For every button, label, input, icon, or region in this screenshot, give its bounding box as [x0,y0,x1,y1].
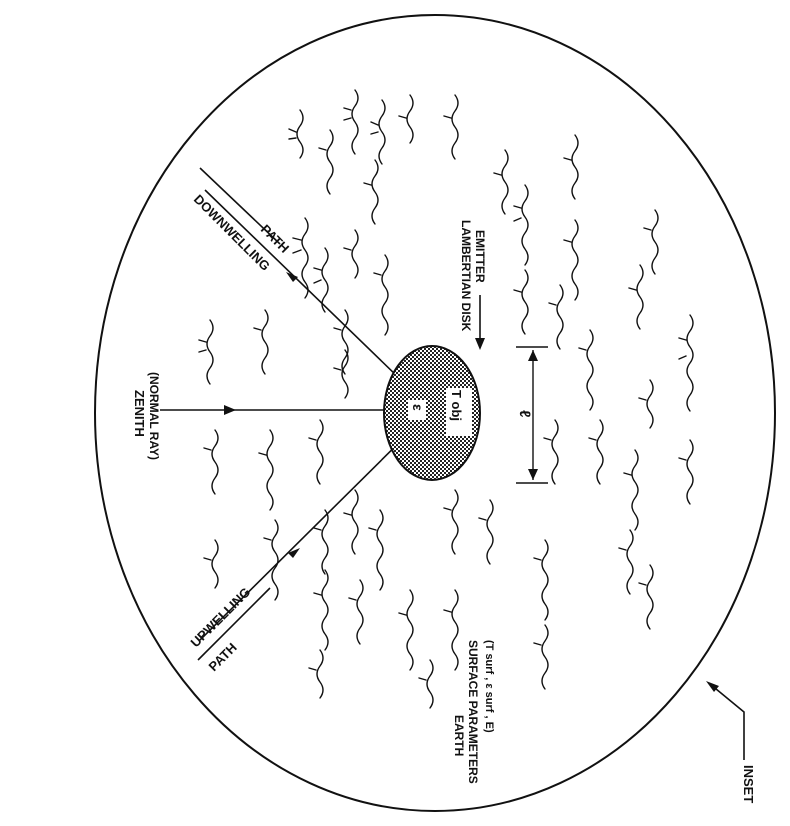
dimension-arrow-top [528,350,538,361]
zenith-arrowhead [224,405,236,415]
upwelling-arrowhead [288,548,300,558]
label-normal-ray: (NORMAL RAY) [147,372,161,460]
label-downwelling-path: PATH [258,222,292,256]
lambertian-pointer-head [475,338,485,350]
inset-pointer [710,684,744,760]
label-zenith: ZENITH [132,390,147,437]
label-lambertian: LAMBERTIAN DISK [459,220,473,332]
dimension-arrow-bottom [528,469,538,480]
label-emitter: EMITTER [473,230,487,283]
label-epsilon: ε [410,404,426,411]
label-diameter: ℓ [516,410,533,417]
label-surface-params-formula: (T surf , ε surf , E) [483,640,495,733]
label-surface-parameters: SURFACE PARAMETERS [466,640,480,784]
label-upwelling: UPWELLING [188,584,254,650]
label-t-obj: T obj [449,390,464,421]
label-inset: INSET [741,765,756,803]
label-upwelling-path: PATH [206,640,240,674]
label-earth: EARTH [452,715,466,756]
